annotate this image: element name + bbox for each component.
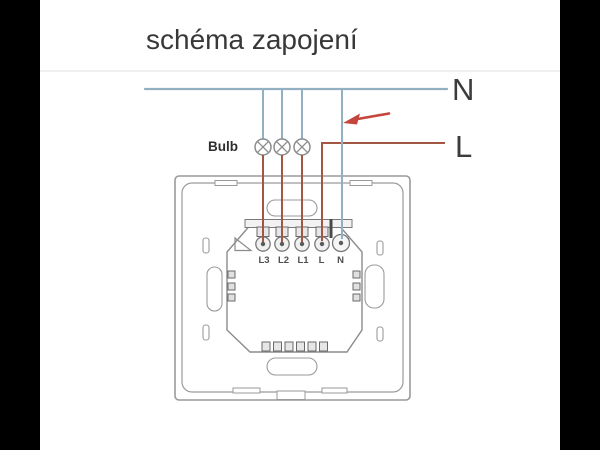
contact-square [319, 341, 328, 352]
terminal-label-l3: L3 [258, 255, 269, 266]
bulb-symbol [254, 138, 272, 156]
neutral-bus-label: N [452, 72, 474, 107]
contact-square [227, 282, 236, 291]
terminal-label-l1: L1 [297, 255, 309, 266]
contact-square [352, 270, 361, 279]
fixing-hole-right [364, 264, 385, 309]
terminal-label-l2: L2 [278, 255, 289, 266]
bulb-group-label: Bulb [208, 139, 238, 154]
contact-square [261, 341, 271, 352]
bulb-group: Bulb [208, 138, 311, 156]
screw-slot [376, 326, 384, 342]
wire-end-dot [279, 241, 285, 247]
module-contact-squares [227, 270, 361, 352]
live-bus-label: L [455, 129, 472, 164]
mounting-tab [232, 387, 261, 394]
contact-square [352, 293, 361, 302]
live-bus-and-drop-wire [321, 142, 445, 241]
page-title: schéma zapojení [146, 24, 358, 55]
terminal-label-l: L [319, 255, 325, 266]
terminal-divider [329, 219, 333, 238]
bulb-symbol [293, 138, 311, 156]
contact-square [296, 341, 305, 352]
switch-module-body [226, 222, 363, 353]
fixing-hole-left [206, 266, 223, 312]
contact-square [227, 293, 236, 302]
corner-clamp-triangle [234, 236, 253, 252]
contact-square [273, 341, 282, 352]
fixing-hole-top [266, 199, 318, 217]
right-black-band [560, 0, 600, 450]
contact-square [227, 270, 236, 279]
wall-switch-device: L3 L2 L1 L N [174, 175, 411, 401]
wire-end-dot [338, 240, 344, 246]
contact-square [307, 341, 317, 352]
wire-end-dots [260, 240, 344, 247]
mounting-tab [349, 180, 373, 186]
terminal-bar [244, 219, 353, 228]
bottom-notch [276, 390, 306, 400]
direction-arrow [343, 112, 391, 125]
fixing-hole-bottom [266, 357, 318, 376]
screw-slot [376, 240, 384, 256]
left-black-band [0, 0, 40, 450]
bulb-symbol [273, 138, 291, 156]
contact-square [352, 282, 361, 291]
screw-slot [202, 237, 210, 254]
wire-end-dot [319, 241, 325, 247]
wire-end-dot [299, 241, 305, 247]
mounting-tab [214, 180, 238, 186]
contact-square [284, 341, 294, 352]
mounting-tab [321, 387, 348, 394]
wire-end-dot [260, 241, 266, 247]
terminal-label-n: N [337, 255, 344, 266]
screw-slot [202, 324, 210, 341]
